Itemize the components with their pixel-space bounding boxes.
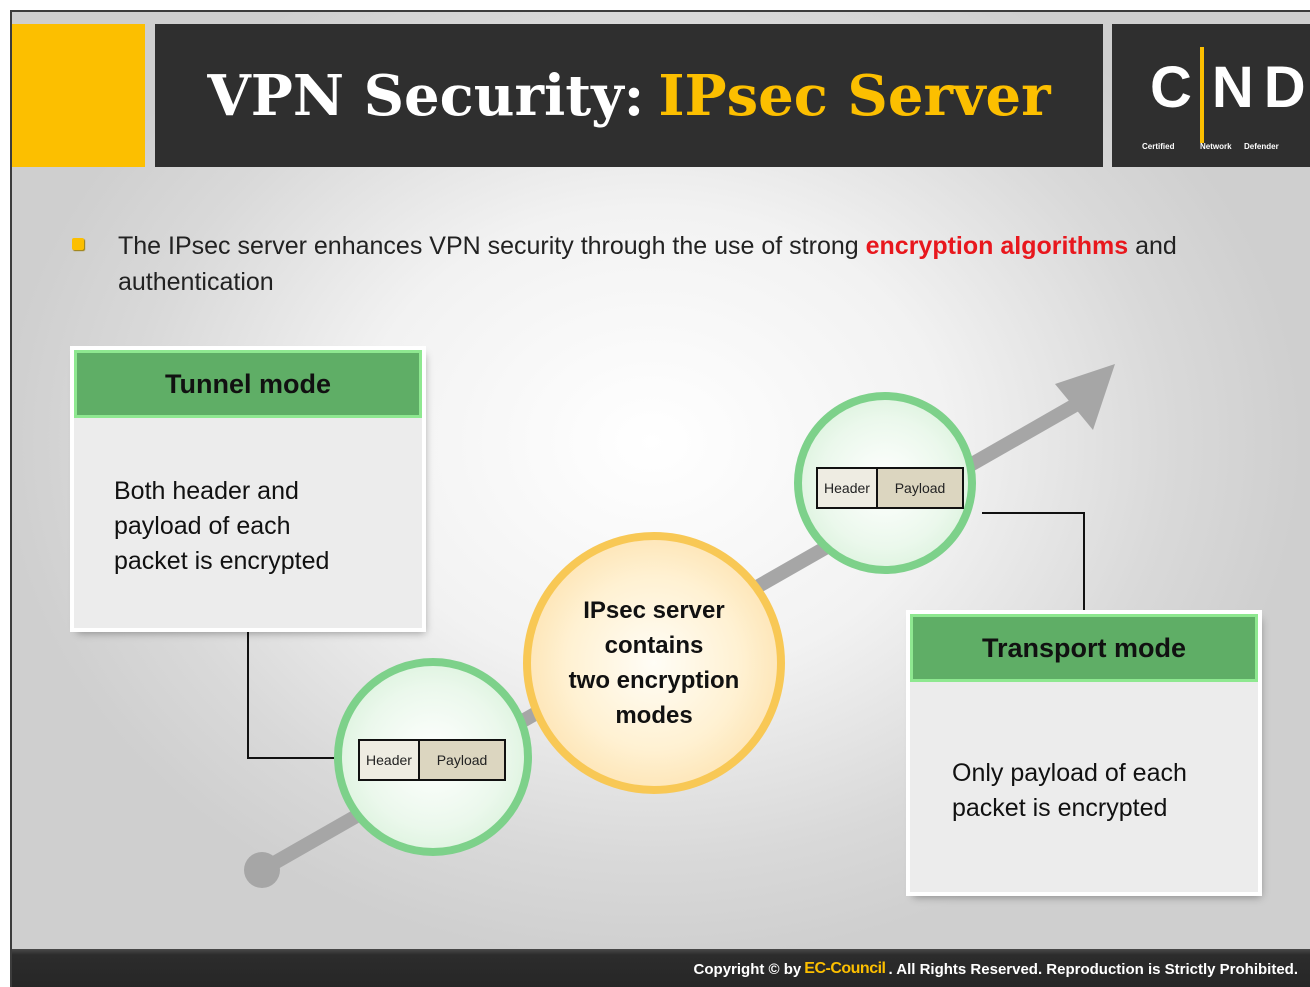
bullet-icon <box>72 238 84 250</box>
arrowhead-icon <box>1055 364 1115 430</box>
title-accent: IPsec Server <box>658 62 1051 129</box>
center-label-line: IPsec server <box>583 597 725 624</box>
intro-text: The IPsec server enhances VPN security t… <box>118 228 1248 300</box>
title-main: VPN Security: <box>207 62 645 129</box>
slide: VPN Security: IPsec Server C N D Certifi… <box>10 10 1310 987</box>
center-label-line: two encryption <box>568 667 740 694</box>
logo-sub-certified: Certified <box>1142 142 1175 151</box>
copyright-footer: Copyright © by EC-Council . All Rights R… <box>12 949 1310 987</box>
footer-suffix: . All Rights Reserved. Reproduction is S… <box>888 960 1298 978</box>
intro-highlight: encryption algorithms <box>865 232 1129 260</box>
tunnel-mode-line: packet is encrypted <box>114 547 330 575</box>
packet-payload: Payload <box>878 469 962 507</box>
tunnel-mode-description: Both header and payload of each packet i… <box>114 474 329 579</box>
logo-divider <box>1199 47 1204 143</box>
arrow-start-dot <box>244 852 280 888</box>
logo-letter-c: C <box>1150 54 1192 120</box>
transport-connector-horizontal <box>982 512 1085 514</box>
logo-letter-n: N <box>1211 54 1254 120</box>
tunnel-mode-line: Both header and <box>114 477 299 505</box>
center-label-line: modes <box>615 702 693 729</box>
logo-letters: C N D <box>1150 47 1306 143</box>
transport-mode-title: Transport mode <box>910 614 1258 682</box>
tunnel-mode-box: Tunnel mode Both header and payload of e… <box>74 350 422 628</box>
transport-mode-line: Only payload of each <box>952 759 1187 787</box>
center-circle-label: IPsec server contains two encryption mod… <box>569 593 740 733</box>
accent-block <box>12 24 145 167</box>
transport-connector-vertical <box>1083 512 1085 610</box>
packet-payload: Payload <box>420 741 504 779</box>
page-title: VPN Security: IPsec Server <box>155 24 1103 167</box>
transport-packet: Header Payload <box>816 467 964 509</box>
center-label-line: contains <box>604 632 704 659</box>
intro-text-before: The IPsec server enhances VPN security t… <box>118 232 859 260</box>
logo-letter-d: D <box>1263 54 1306 120</box>
transport-mode-description: Only payload of each packet is encrypted <box>952 756 1187 826</box>
packet-header: Header <box>360 741 420 779</box>
title-bar: VPN Security: IPsec Server <box>155 24 1103 167</box>
tunnel-connector-horizontal <box>247 757 359 759</box>
tunnel-packet: Header Payload <box>358 739 506 781</box>
cnd-logo: C N D Certified Network Defender <box>1112 24 1310 167</box>
center-circle: IPsec server contains two encryption mod… <box>523 532 785 794</box>
logo-sub-network: Network <box>1200 142 1232 151</box>
packet-header: Header <box>818 469 878 507</box>
ec-council-logo: EC-Council <box>804 960 886 977</box>
intro-text-after: and authentication <box>118 232 1177 296</box>
tunnel-connector-vertical <box>247 628 249 758</box>
tunnel-mode-title: Tunnel mode <box>74 350 422 418</box>
footer-prefix: Copyright © by <box>693 960 802 978</box>
tunnel-mode-line: payload of each <box>114 512 291 540</box>
transport-mode-line: packet is encrypted <box>952 794 1168 822</box>
logo-sub-defender: Defender <box>1244 142 1279 151</box>
transport-mode-box: Transport mode Only payload of each pack… <box>910 614 1258 892</box>
